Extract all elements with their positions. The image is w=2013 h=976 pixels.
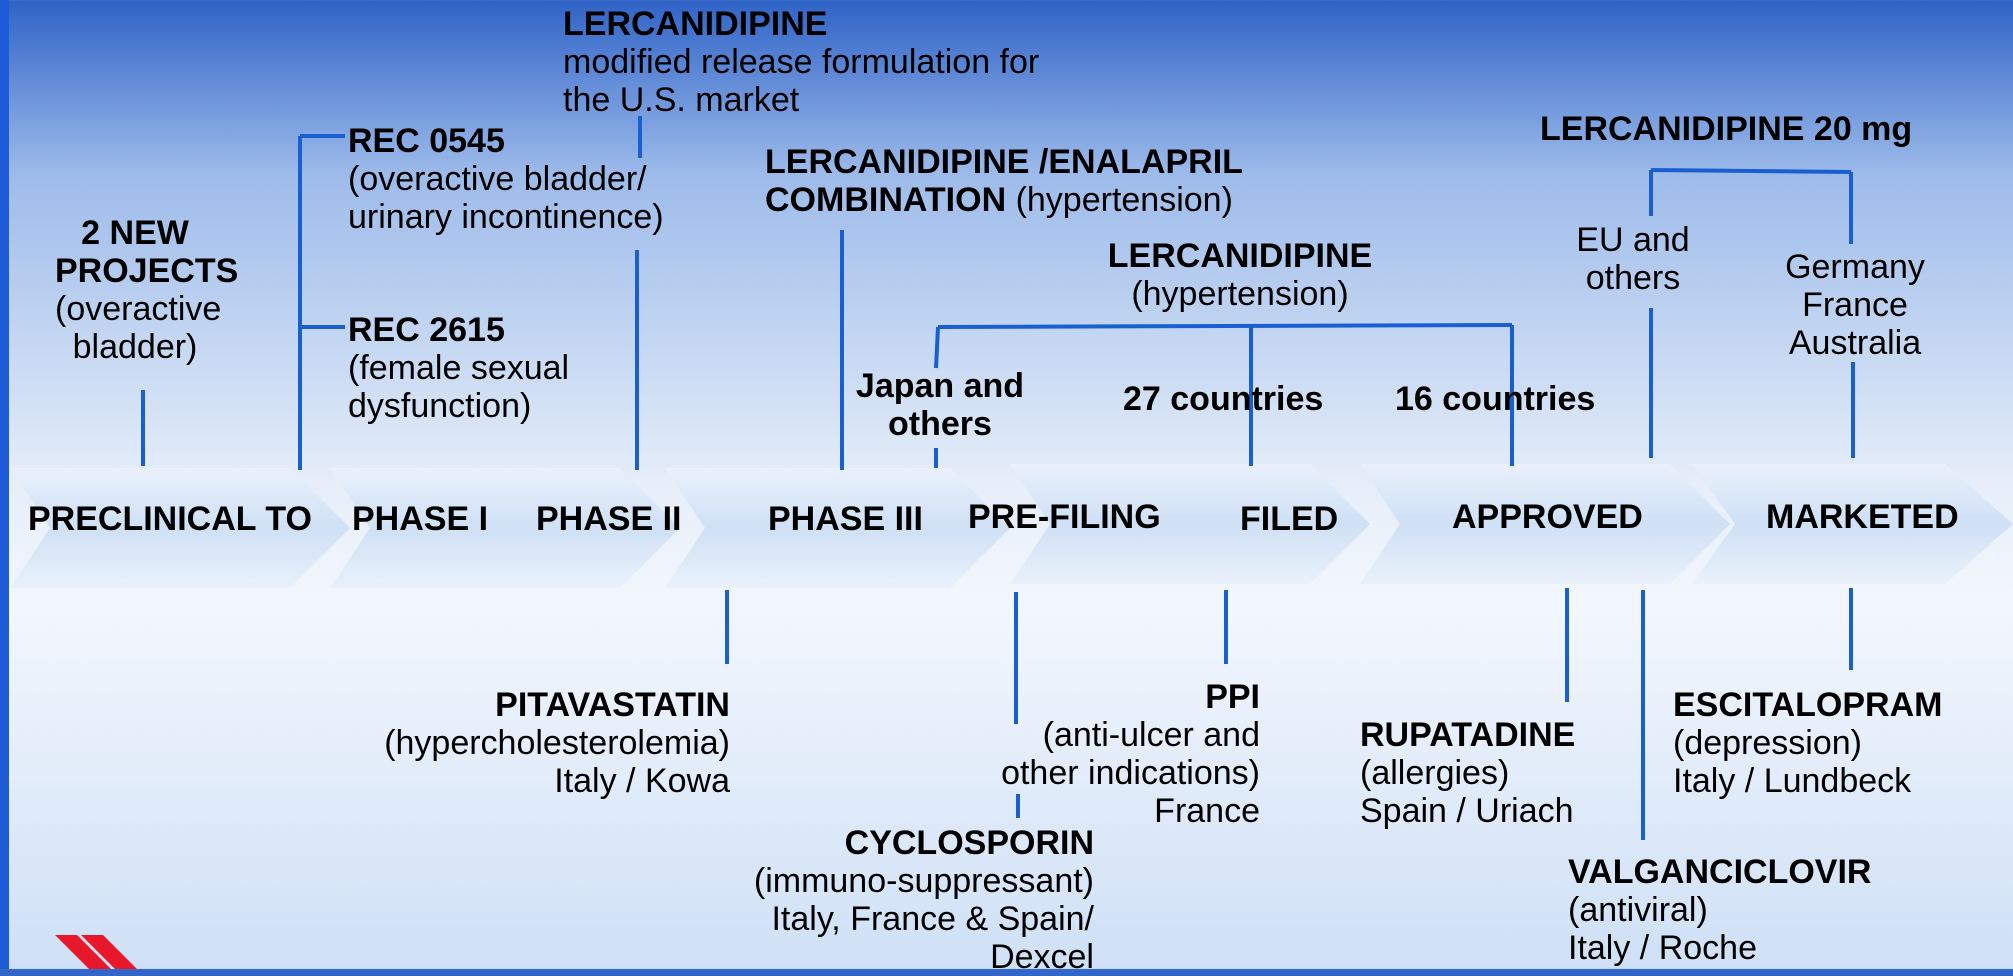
- lercanidipine-enalapril-note: LERCANIDIPINE /ENALAPRIL COMBINATION (hy…: [765, 143, 1243, 219]
- germany-france-australia-label: Germany France Australia: [1785, 248, 1925, 362]
- lercanidipine-mr-note: LERCANIDIPINE modified release formulati…: [563, 5, 1040, 119]
- 27-countries-label: 27 countries: [1123, 380, 1324, 418]
- left-frame-bar: [0, 0, 9, 969]
- arrow-approved: [1360, 464, 1730, 584]
- pitavastatin-note: PITAVASTATIN (hypercholesterolemia) Ital…: [384, 686, 730, 800]
- arrow-phase1-2: [330, 468, 680, 588]
- 16-countries-label: 16 countries: [1395, 380, 1596, 418]
- arrow-phase3: [665, 468, 1010, 588]
- phase-filed: FILED: [1240, 500, 1339, 538]
- phase-marketed: MARKETED: [1766, 498, 1959, 536]
- company-logo-icon: [55, 935, 137, 969]
- rec2615-note: REC 2615 (female sexual dysfunction): [348, 311, 570, 425]
- arrow-filing: [1010, 464, 1370, 584]
- lercanidipine-hypertension-note: LERCANIDIPINE (hypertension): [1107, 237, 1373, 313]
- phase-approved: APPROVED: [1452, 498, 1643, 536]
- phase-preclinical: PRECLINICAL TO: [28, 500, 312, 538]
- rec0545-note: REC 0545 (overactive bladder/ urinary in…: [348, 122, 664, 236]
- ppi-note: PPI (anti-ulcer and other indications) F…: [1001, 678, 1260, 830]
- lercanidipine-20mg-label: LERCANIDIPINE 20 mg: [1540, 110, 1913, 148]
- phase-3: PHASE III: [768, 500, 923, 538]
- phase-1: PHASE I: [352, 500, 489, 538]
- eu-and-others-label: EU and others: [1576, 221, 1690, 297]
- arrow-marketed: [1692, 464, 2013, 584]
- cyclosporin-note: CYCLOSPORIN (immuno-suppressant) Italy, …: [753, 824, 1094, 976]
- connector-lerc-bar: [937, 323, 1513, 329]
- rupatadine-note: RUPATADINE (allergies) Spain / Uriach: [1360, 716, 1576, 830]
- connector-japan-up: [934, 326, 940, 369]
- japan-and-others-label: Japan and others: [855, 367, 1025, 443]
- escitalopram-note: ESCITALOPRAM (depression) Italy / Lundbe…: [1673, 686, 1943, 800]
- phase-2: PHASE II: [536, 500, 682, 538]
- valganciclovir-note: VALGANCICLOVIR (antiviral) Italy / Roche: [1568, 853, 1872, 967]
- arrow-preclinical: [10, 468, 350, 588]
- phase-prefiling: PRE-FILING: [968, 498, 1161, 536]
- connector-lerc20-bar: [1650, 168, 1852, 174]
- new-projects-note: 2 NEW PROJECTS (overactive bladder): [55, 214, 239, 366]
